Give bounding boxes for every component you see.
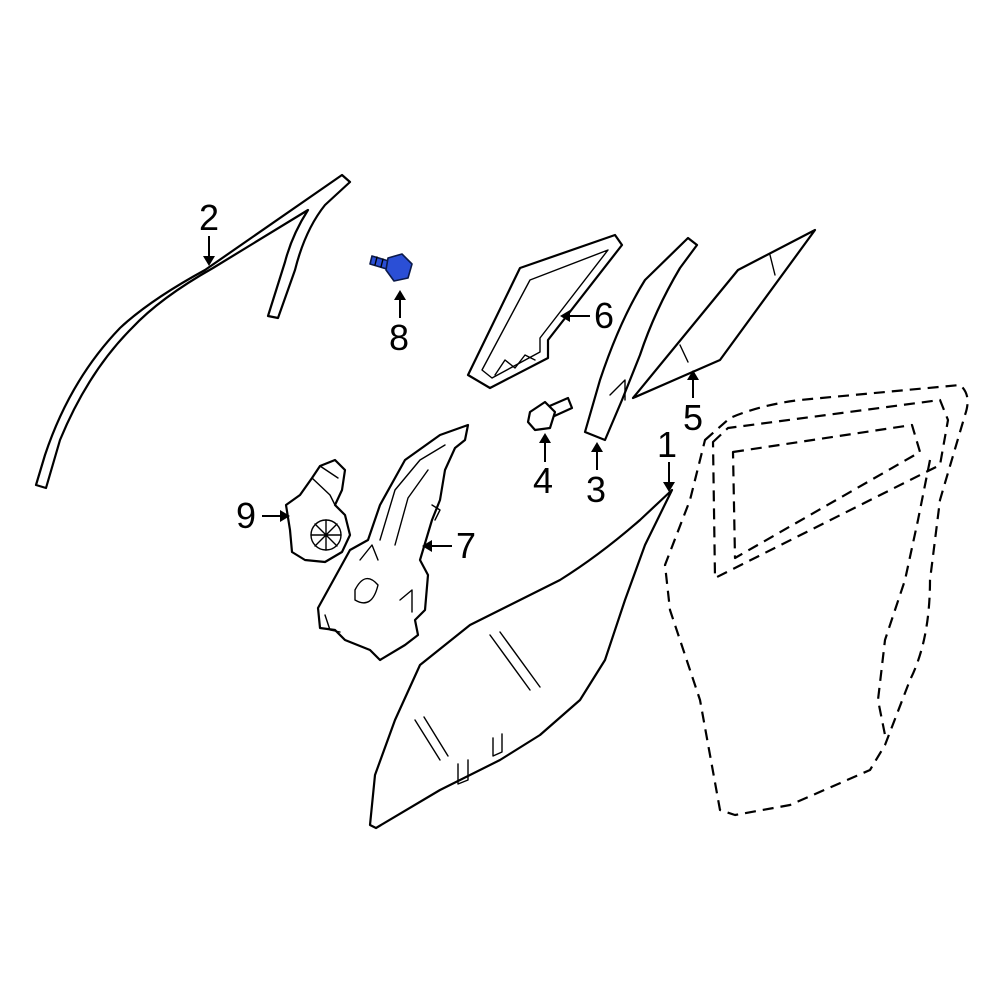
leader-6 (560, 310, 590, 322)
leader-1 (663, 462, 675, 492)
callout-8[interactable]: 8 (389, 317, 409, 358)
part-7-window-regulator[interactable] (316, 423, 470, 662)
callout-6[interactable]: 6 (594, 295, 614, 336)
leader-2 (203, 236, 215, 266)
callout-1[interactable]: 1 (657, 424, 677, 465)
part-8-bolt-highlighted[interactable] (369, 253, 413, 282)
leader-9 (262, 510, 290, 522)
callout-4[interactable]: 4 (533, 460, 553, 501)
callout-3[interactable]: 3 (586, 469, 606, 510)
callout-5[interactable]: 5 (683, 397, 703, 438)
part-6-quarter-glass[interactable] (466, 233, 624, 390)
callout-9[interactable]: 9 (236, 495, 256, 536)
callout-7[interactable]: 7 (456, 525, 476, 566)
part-5-fixed-glass[interactable] (631, 228, 817, 400)
part-2-window-channel[interactable] (34, 173, 352, 490)
leader-7 (422, 540, 452, 552)
door-shell-outline (663, 383, 969, 817)
leader-5 (687, 370, 699, 398)
part-4-bolt[interactable] (526, 396, 574, 432)
leader-4 (539, 433, 551, 462)
part-9-regulator-motor[interactable] (284, 458, 352, 564)
part-1-door-glass[interactable] (368, 488, 674, 830)
part-3-division-bar[interactable] (583, 236, 699, 442)
leader-3 (591, 442, 603, 470)
leader-8 (394, 290, 406, 318)
callout-2[interactable]: 2 (199, 197, 219, 238)
